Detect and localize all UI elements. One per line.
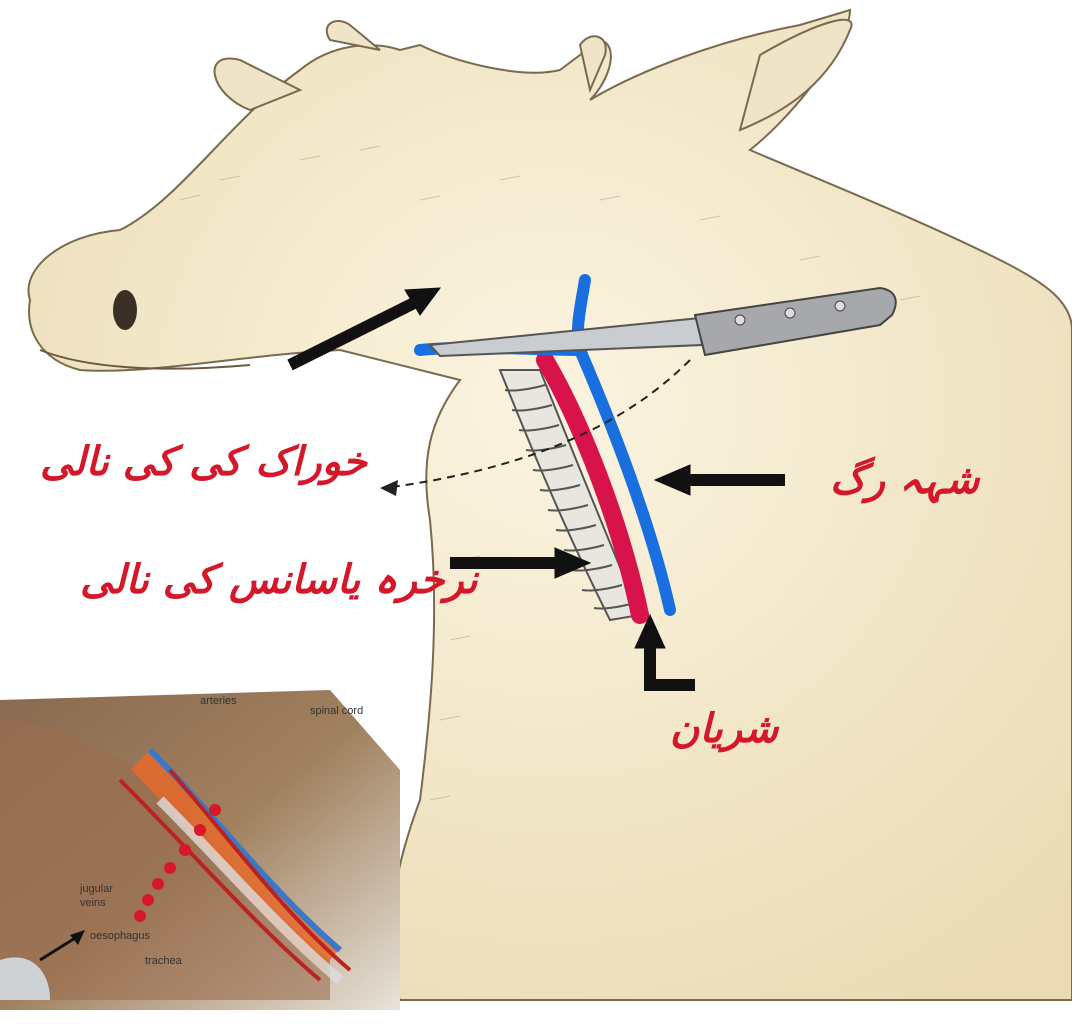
inset-label-trachea: trachea bbox=[145, 955, 182, 967]
cow-horn-left bbox=[327, 21, 380, 50]
inset-label-oesophagus: oesophagus bbox=[90, 930, 150, 942]
label-oesophagus: خوراک کی کی نالی bbox=[40, 438, 367, 485]
label-trachea: نرخرہ یاسانس کی نالی bbox=[80, 556, 478, 603]
inset-label-spinal-cord: spinal cord bbox=[310, 705, 363, 717]
inset-label-arteries: arteries bbox=[200, 695, 237, 707]
cow-nostril bbox=[113, 290, 137, 330]
inset-label-jugular: jugular bbox=[80, 883, 113, 895]
label-jugular-vein: شہہ رگ bbox=[830, 456, 979, 503]
anatomy-inset bbox=[0, 690, 400, 1010]
inset-label-veins: veins bbox=[80, 897, 106, 909]
label-artery: شریان bbox=[670, 705, 778, 752]
